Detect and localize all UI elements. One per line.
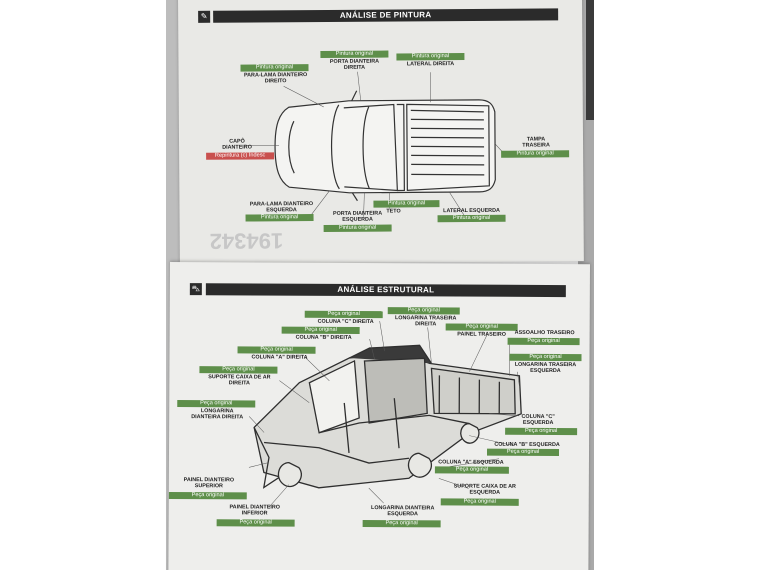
coluna-b-direita-label: COLUNA "B" DIREITA: [295, 334, 352, 341]
tampa-traseira-label: TAMPA TRASEIRA: [522, 136, 550, 150]
longarina-dianteira-esquerda-label: LONGARINA DIANTEIRA ESQUERDA: [371, 505, 435, 518]
longarina-traseira-direita-status: Peça original: [387, 307, 460, 315]
longarina-traseira-esquerda-status: Peça original: [509, 353, 582, 362]
coluna-b-direita-status: Peça original: [281, 326, 360, 334]
capo-dianteiro-label: CAPÔ DIANTEIRO: [222, 138, 252, 152]
painel-dianteiro-superior-status: Peça original: [168, 491, 247, 500]
coluna-a-direita-label: COLUNA "A" DIREITA: [251, 354, 308, 361]
coluna-c-esquerda-status: Peça original: [505, 427, 578, 436]
painel-dianteiro-inferior-label: PAINEL DIANTEIRO INFERIOR: [229, 504, 280, 517]
pickup-body-structure-diagram: [248, 321, 522, 508]
longarina-dianteira-esquerda-status: Peça original: [362, 520, 441, 528]
paralama-dianteiro-esquerdo-label: PARA-LAMA DIANTEIRO ESQUERDA: [249, 201, 314, 214]
paint-analysis-sheet: 194342 ✎ ANÁLISE DE PINTURA Pintur: [178, 0, 584, 264]
porta-dianteira-esquerda-label: PORTA DIANTEIRA ESQUERDA: [332, 210, 383, 224]
paralama-dianteiro-esquerdo-status: Pintura original: [245, 214, 314, 222]
suporte-caixa-ar-esquerda-label: SUPORTE CAIXA DE AR ESQUERDA: [453, 483, 516, 497]
suporte-caixa-ar-direita-label: SUPORTE CAIXA DE AR DIREITA: [208, 374, 271, 387]
lateral-esquerda-label: LATERAL ESQUERDA: [443, 207, 500, 215]
paralama-dianteiro-direito-label: PARA-LAMA DIANTEIRO DIREITO: [243, 72, 308, 85]
tampa-traseira-status: Pintura original: [501, 150, 570, 158]
structural-analysis-sheet: ⛍ ANÁLISE ESTRUTURAL: [168, 262, 590, 570]
assoalho-traseiro-status: Peça original: [507, 337, 580, 346]
teto-status: Pintura original: [373, 200, 440, 208]
coluna-b-esquerda-status: Peça original: [486, 448, 560, 457]
coluna-c-direita-status: Peça original: [304, 310, 383, 319]
longarina-traseira-esquerda-label: LONGARINA TRASEIRA ESQUERDA: [514, 361, 577, 375]
painel-dianteiro-superior-label: PAINEL DIANTEIRO SUPERIOR: [183, 477, 235, 490]
suporte-caixa-ar-esquerda-status: Peça original: [440, 498, 519, 506]
lateral-esquerda-status: Pintura original: [437, 214, 506, 223]
coluna-a-esquerda-status: Peça original: [434, 466, 509, 474]
coluna-a-esquerda-label: COLUNA "A" ESQUERDA: [438, 459, 504, 466]
porta-dianteira-esquerda-status: Pintura original: [323, 224, 392, 232]
coluna-c-esquerda-label: COLUNA "C" ESQUERDA: [521, 413, 555, 427]
painel-dianteiro-inferior-status: Peça original: [216, 519, 295, 527]
porta-dianteira-direita-label: PORTA DIANTEIRA DIREITA: [329, 58, 380, 72]
coluna-c-direita-label: COLUNA "C" DIREITA: [317, 318, 374, 326]
coluna-b-esquerda-label: COLUNA "B" ESQUERDA: [494, 441, 560, 449]
longarina-dianteira-direita-status: Peça original: [177, 400, 256, 408]
longarina-dianteira-direita-label: LONGARINA DIANTEIRA DIREITA: [191, 408, 244, 421]
coluna-a-direita-status: Peça original: [237, 346, 316, 354]
paralama-dianteiro-direito-status: Pintura original: [240, 64, 309, 72]
capo-dianteiro-status: Repintura (c) Indesc: [206, 152, 275, 160]
porta-dianteira-direita-status: Pintura original: [320, 50, 389, 59]
dark-object-edge: [586, 0, 594, 120]
lateral-direita-label: LATERAL DIREITA: [406, 61, 455, 68]
suporte-caixa-ar-direita-status: Peça original: [199, 366, 278, 374]
lateral-direita-status: Pintura original: [396, 53, 465, 61]
assoalho-traseiro-label: ASSOALHO TRASEIRO: [514, 329, 575, 337]
